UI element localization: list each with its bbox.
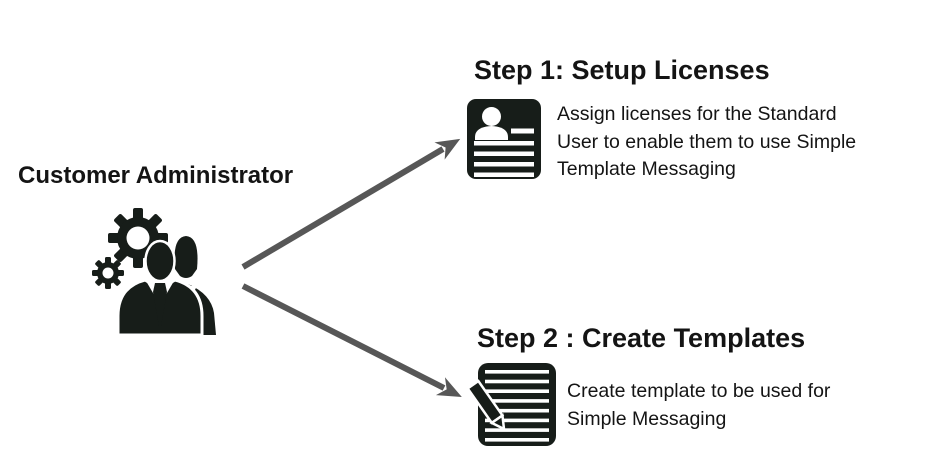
man-silhouette-icon [116, 239, 204, 337]
step2-desc-line: Simple Messaging [567, 407, 727, 430]
license-card-icon [466, 98, 542, 180]
admin-users-gears-icon [85, 197, 240, 337]
actor-label: Customer Administrator [18, 162, 294, 189]
step2-desc-line: Create template to be used for [567, 380, 831, 402]
step2-description: Create template to be used for Simple Me… [567, 378, 830, 433]
step1-title: Step 1: Setup Licenses [474, 55, 770, 85]
step2-title: Step 2 : Create Templates [477, 323, 806, 353]
gear-large-icon [108, 208, 168, 268]
step1-desc-line: Template Messaging [557, 158, 736, 180]
step1-desc-line: Assign licenses for the Standard [557, 103, 837, 125]
gear-small-icon [92, 257, 124, 289]
edit-document-pencil-icon [461, 362, 561, 452]
step1-description: Assign licenses for the Standard User to… [557, 101, 856, 184]
arrow-to-step2 [241, 283, 462, 398]
pencil-icon [465, 379, 506, 432]
arrow-to-step1 [241, 138, 461, 270]
step1-desc-line: User to enable them to use Simple [557, 130, 857, 153]
